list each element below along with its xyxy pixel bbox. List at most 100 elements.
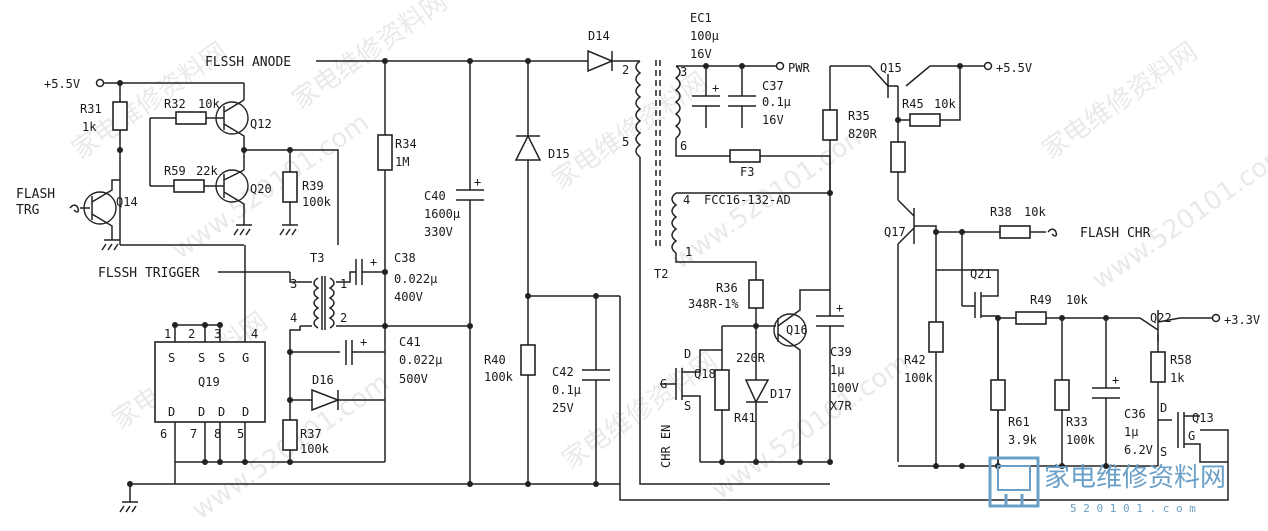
r45-ref: R45 (902, 97, 924, 111)
t2-label: T2 (654, 267, 668, 281)
c38-val2: 400V (394, 290, 423, 304)
q19-pin-1: 1 (164, 327, 171, 341)
r32-ref: R32 (164, 97, 186, 111)
q19-pin-6: 6 (160, 427, 167, 441)
c36-plus: + (1112, 373, 1119, 387)
t2-pin-6: 6 (680, 139, 687, 153)
q16-label: Q16 (786, 323, 808, 337)
hv-storage-section: FLSSH ANODE + C40 1600μ 330V D15 R40 100… (205, 29, 1229, 501)
r38-val: 10k (1024, 205, 1046, 219)
c42-val1: 0.1μ (552, 383, 581, 397)
q18-g: G (660, 377, 667, 391)
v33-label: +3.3V (1224, 313, 1260, 327)
r36-val: 348R-1% (688, 297, 739, 311)
r37-val: 100k (300, 442, 330, 456)
q13-d: D (1160, 401, 1167, 415)
q19-label: Q19 (198, 375, 220, 389)
pwr-label: PWR (788, 61, 810, 75)
r36-ref: R36 (716, 281, 738, 295)
d16-label: D16 (312, 373, 334, 387)
q20-label: Q20 (250, 182, 272, 196)
q18-s: S (684, 399, 691, 413)
charge-control-section: R36 348R-1% Q16 R41 220R D17 G D S Q18 C… (659, 193, 859, 468)
r61-ref: R61 (1008, 415, 1030, 429)
q19-pin-5: 5 (237, 427, 244, 441)
r34-val: 1M (395, 155, 409, 169)
q19-bottom-pins: D D D D 6 7 8 5 (160, 405, 385, 465)
q18-label: Q18 (694, 367, 716, 381)
t2-pin-4: 4 (683, 193, 690, 207)
flash-chr-label: FLASH CHR (1080, 226, 1151, 241)
ec1-plus: + (712, 81, 719, 95)
q19-fn-s1: S (168, 351, 175, 365)
t2-pin-3: 3 (680, 65, 687, 79)
c41-val2: 500V (399, 372, 428, 386)
t3-pin-2: 2 (340, 311, 347, 325)
r37-ref: R37 (300, 427, 322, 441)
q22-label: Q22 (1150, 311, 1172, 325)
r59-ref: R59 (164, 164, 186, 178)
q19-fn-d4: D (242, 405, 249, 419)
c39-ref: C39 (830, 345, 852, 359)
c38-plus: + (370, 255, 377, 269)
vcc-left-label: +5.5V (44, 77, 80, 91)
flash-trg-label-1: FLASH (16, 187, 55, 202)
q19-top-pins: 1 2 3 4 S S S G (164, 245, 258, 365)
r34-ref: R34 (395, 137, 417, 151)
t2-pin-1: 1 (685, 245, 692, 259)
d14-label: D14 (588, 29, 610, 43)
r33-val: 100k (1066, 433, 1096, 447)
q15-label: Q15 (880, 61, 902, 75)
trigger-transformer-section: FLSSH TRIGGER Q19 1 2 3 4 S S S G D D D … (98, 61, 620, 513)
q19-fn-s3: S (218, 351, 225, 365)
vcc-right-label: +5.5V (996, 61, 1032, 75)
t2-pin-2: 2 (622, 63, 629, 77)
q17-label: Q17 (884, 225, 906, 239)
c38-ref: C38 (394, 251, 416, 265)
r31-ref: R31 (80, 102, 102, 116)
r38-ref: R38 (990, 205, 1012, 219)
c40-plus: + (474, 175, 481, 189)
c36-ref: C36 (1124, 407, 1146, 421)
q19-fn-d1: D (168, 405, 175, 419)
t3-pin-4: 4 (290, 311, 297, 325)
c38-val1: 0.022μ (394, 272, 437, 286)
flash-anode-label: FLSSH ANODE (205, 55, 291, 70)
c40-ref: C40 (424, 189, 446, 203)
t3-label: T3 (310, 251, 324, 265)
r45-val: 10k (934, 97, 956, 111)
r33-ref: R33 (1066, 415, 1088, 429)
r61-val: 3.9k (1008, 433, 1038, 447)
ec1-val1: 100μ (690, 29, 719, 43)
c42-val2: 25V (552, 401, 574, 415)
r58-val: 1k (1170, 371, 1185, 385)
r42-val: 100k (904, 371, 934, 385)
r49-ref: R49 (1030, 293, 1052, 307)
q19-fn-g: G (242, 351, 249, 365)
c39-val3: X7R (830, 399, 852, 413)
r39-ref: R39 (302, 179, 324, 193)
logo-cn-text: 家电维修资料网 (1044, 463, 1226, 493)
chr-en-label: CHR EN (659, 425, 673, 468)
flyback-transformer-t2: 2 5 3 6 4 1 T2 FCC16-132-AD F3 (622, 60, 833, 485)
c40-val2: 330V (424, 225, 453, 239)
flash-trg-label-2: TRG (16, 203, 40, 218)
c41-plus: + (360, 335, 367, 349)
t2-part-number: FCC16-132-AD (704, 193, 791, 207)
q19-pin-7: 7 (190, 427, 197, 441)
c37-val1: 0.1μ (762, 95, 791, 109)
d15-label: D15 (548, 147, 570, 161)
c36-val2: 6.2V (1124, 443, 1153, 457)
watermark-cn-3: 家电维修资料网 (547, 67, 713, 196)
q12-label: Q12 (250, 117, 272, 131)
d17-label: D17 (770, 387, 792, 401)
q19-fn-d3: D (218, 405, 225, 419)
q19-fn-s2: S (198, 351, 205, 365)
q13-s: S (1160, 445, 1167, 459)
t3-pin-1: 1 (340, 277, 347, 291)
watermark-url-5: www.520101.com (707, 348, 915, 506)
ec1-val2: 16V (690, 47, 712, 61)
r35-val: 820R (848, 127, 878, 141)
q13-label: Q13 (1192, 411, 1214, 425)
